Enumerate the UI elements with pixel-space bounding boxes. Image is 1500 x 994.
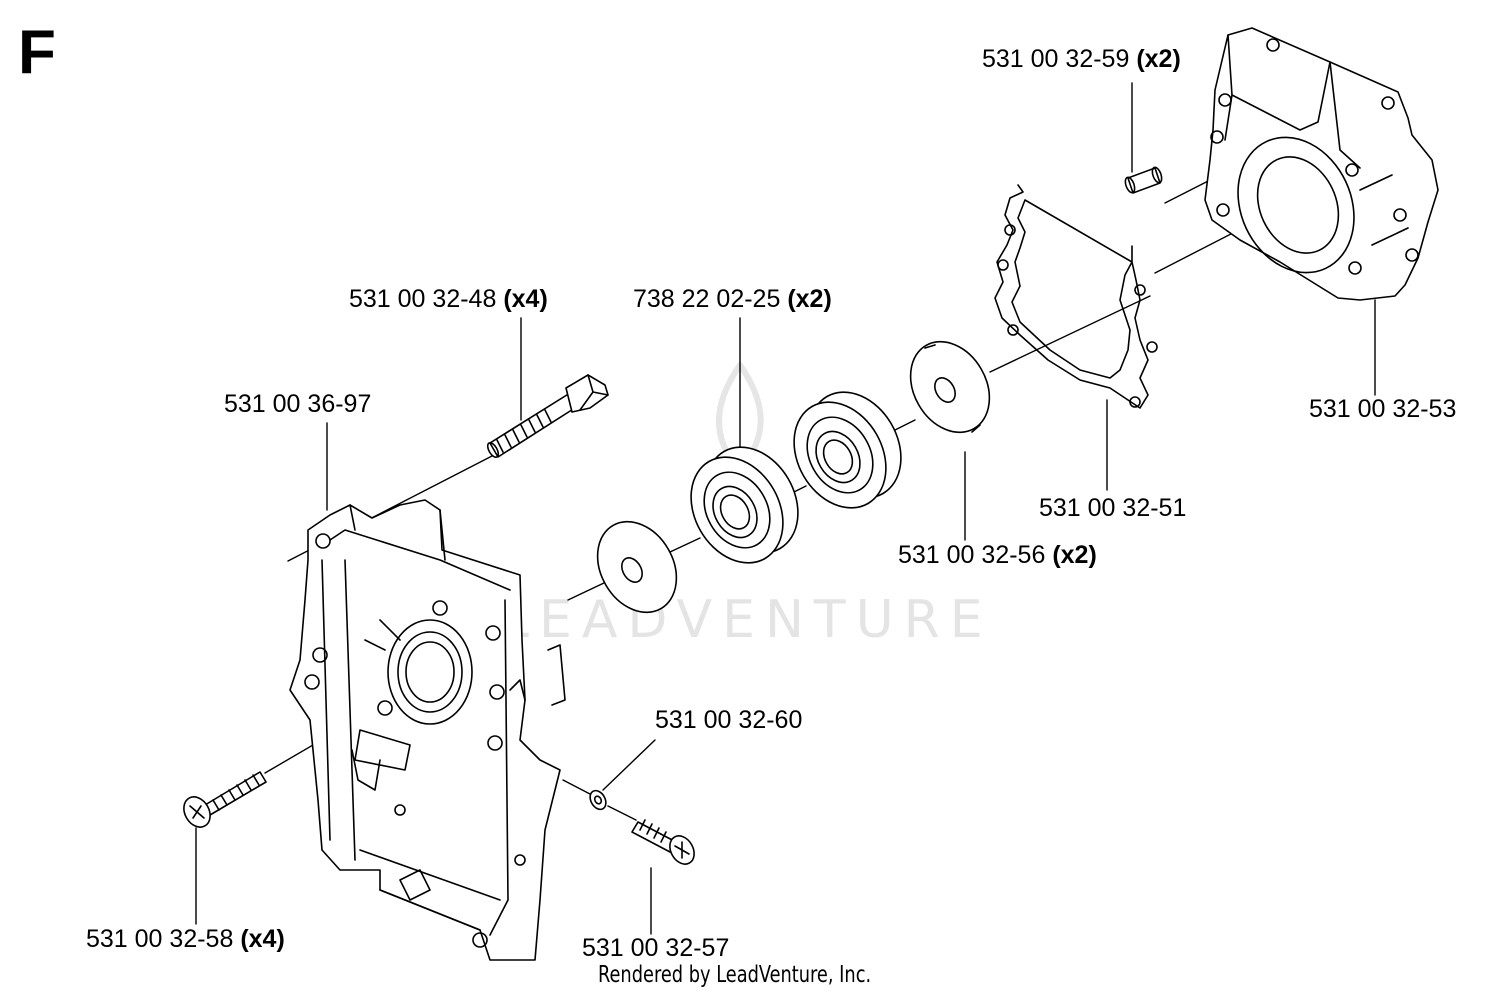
part-quantity: (x4) [240,925,285,953]
leader-lines [196,83,1375,934]
part-quantity: (x2) [787,285,832,313]
part-callout-531-00-32-57[interactable]: 531 00 32-57 [582,936,729,961]
hex-bolt-upper [486,375,608,459]
render-credit: Rendered by LeadVenture, Inc. [598,962,872,988]
part-callout-531-00-32-53[interactable]: 531 00 32-53 [1309,397,1456,422]
phillips-screw-lower-right [632,820,699,868]
part-quantity: (x2) [1136,45,1181,73]
part-callout-531-00-32-56[interactable]: 531 00 32-56 (x2) [898,543,1097,568]
part-callout-531-00-32-60[interactable]: 531 00 32-60 [655,708,802,733]
dowel-pin [1124,166,1164,194]
part-callout-531-00-36-97[interactable]: 531 00 36-97 [224,392,371,417]
part-quantity: (x2) [1052,541,1097,569]
ball-bearing-left [673,431,817,580]
part-callout-738-22-02-25[interactable]: 738 22 02-25 (x2) [633,287,832,312]
gasket [995,185,1157,408]
part-number: 531 00 32-60 [655,706,803,734]
part-number: 531 00 36-97 [224,390,372,418]
part-number: 531 00 32-56 [898,541,1046,569]
part-number: 531 00 32-57 [582,934,730,962]
watermark-text: LEADVENTURE [500,590,993,650]
crankcase-half-right [1205,28,1438,300]
part-callout-531-00-32-48[interactable]: 531 00 32-48 (x4) [349,287,548,312]
section-letter: F [18,18,56,87]
part-callout-531-00-32-58[interactable]: 531 00 32-58 (x4) [86,927,285,952]
part-callout-531-00-32-51[interactable]: 531 00 32-51 [1039,496,1186,521]
part-number: 531 00 32-59 [982,45,1130,73]
lock-washer [587,788,609,812]
part-number: 738 22 02-25 [633,285,781,313]
phillips-screw-lower-left [179,772,266,832]
part-quantity: (x4) [503,285,548,313]
part-number: 531 00 32-58 [86,925,234,953]
part-number: 531 00 32-53 [1309,395,1457,423]
thrust-washer-right [895,327,1005,446]
part-number: 531 00 32-51 [1039,494,1187,522]
ball-bearing-right [776,376,920,525]
part-number: 531 00 32-48 [349,285,497,313]
crankcase-half-left [290,500,565,960]
part-callout-531-00-32-59[interactable]: 531 00 32-59 (x2) [982,47,1181,72]
thrust-washer-left [582,507,692,626]
